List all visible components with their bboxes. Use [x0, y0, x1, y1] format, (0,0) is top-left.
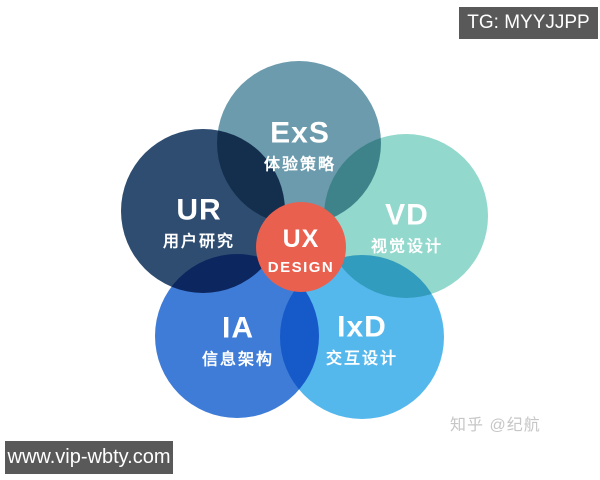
watermark-url-badge: www.vip-wbty.com	[5, 441, 173, 474]
watermark-url-text: www.vip-wbty.com	[7, 446, 171, 468]
circle-ux-design-center	[256, 202, 346, 292]
zhihu-attribution: 知乎 @纪航	[450, 417, 541, 434]
watermark-telegram-badge: TG: MYYJJPP	[459, 7, 598, 39]
watermark-telegram-text: TG: MYYJJPP	[467, 12, 590, 33]
